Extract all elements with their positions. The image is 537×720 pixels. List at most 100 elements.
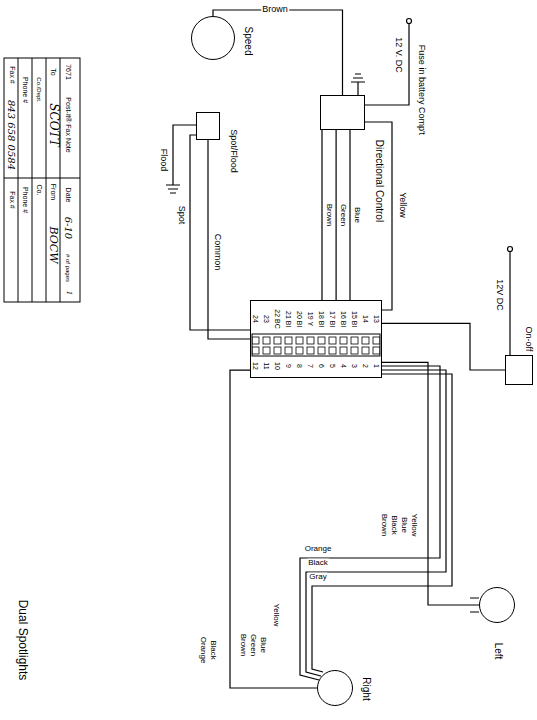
- wire-label: Date: [64, 188, 72, 203]
- wire-label: Black: [209, 640, 218, 660]
- spot-wire: [190, 135, 250, 330]
- terminal-number: 18 Bl: [317, 311, 325, 327]
- terminal-number: 9: [284, 364, 292, 368]
- wire-label: Yellow: [272, 604, 281, 627]
- wire-label: Flood: [158, 149, 168, 172]
- power-wire: [365, 24, 409, 105]
- terminal-number: 24: [251, 315, 259, 323]
- terminal-number: 21 Bl: [284, 311, 292, 327]
- wire-label: Gray: [308, 573, 327, 582]
- wire-label: 12V DC: [494, 279, 504, 311]
- wire-label: Black: [307, 559, 329, 568]
- terminal-number: 12: [251, 362, 259, 370]
- wire: [230, 370, 317, 688]
- yellow-wire: [365, 122, 392, 310]
- wire-label: Fax #: [8, 66, 16, 84]
- wire-label: Brown: [380, 514, 389, 537]
- wire: [335, 130, 336, 300]
- wire-label: 7671: [64, 64, 72, 80]
- terminal-number: 3: [350, 364, 358, 368]
- terminal-number: 10: [273, 362, 281, 370]
- lamp-circle: Right: [317, 670, 353, 706]
- terminal-number: 20 Bl: [295, 311, 303, 327]
- wire-label: Brown: [325, 204, 334, 227]
- terminal-number: 15 Bl: [350, 311, 358, 327]
- node-label: Speed: [243, 27, 254, 56]
- terminal-block: 242322 BC21 Bl20 Bl19 Y18 Bl17 Bl16 Bl15…: [250, 300, 382, 378]
- terminal-number: 17 Bl: [328, 311, 336, 327]
- wire-label: 6-10: [63, 217, 74, 239]
- wire-label: # of pages: [65, 254, 72, 282]
- wire: [382, 323, 505, 370]
- wire-label: Phone #: [21, 187, 29, 213]
- control-wires: [322, 130, 350, 300]
- terminal-number: 7: [306, 364, 314, 368]
- wire-label: Post-it® Fax Note: [64, 97, 72, 152]
- wire-label: Black: [390, 515, 399, 535]
- wire-label: Orange: [199, 637, 208, 664]
- node-label: Left: [493, 643, 504, 660]
- wire-label: Phone #: [21, 77, 29, 103]
- wire-label: Yellow: [410, 514, 419, 537]
- node-label: Spot/Flood: [228, 129, 238, 173]
- switch-box: Spot/Flood: [196, 112, 220, 140]
- terminal-number: 13: [372, 315, 380, 323]
- terminal-number: 16 Bl: [339, 311, 347, 327]
- wire-label: Green: [249, 634, 258, 656]
- power-terminal: [407, 19, 412, 24]
- terminal-number: 22 BC: [273, 309, 281, 328]
- flood-wire: [173, 125, 196, 185]
- terminal-number: 5: [328, 364, 336, 368]
- ground-wire: [357, 82, 358, 95]
- wire-label: SCOTT: [46, 103, 59, 146]
- wire-label: 1: [64, 291, 72, 295]
- terminal-number: 14: [361, 315, 369, 323]
- wire-label: From: [49, 184, 57, 200]
- wire-label: Spot: [176, 206, 186, 225]
- wire-label: Fuse in battery Comp't: [416, 45, 426, 135]
- wire-label: Blue: [259, 637, 268, 653]
- node-label: Right: [361, 677, 372, 700]
- terminal-number: 4: [339, 364, 347, 368]
- wire-label: Blue: [400, 517, 409, 533]
- right-wire: [306, 370, 446, 676]
- lamp-circle: Left: [479, 587, 515, 623]
- power-terminal: [508, 247, 513, 252]
- supply-wire: [509, 252, 510, 355]
- node-label: On-off: [523, 327, 533, 352]
- wire-label: Fax #: [8, 191, 16, 209]
- terminal-number: 2: [361, 364, 369, 368]
- terminal-number: 6: [317, 364, 325, 368]
- wire-label: Green: [339, 204, 348, 226]
- terminal-screws: [252, 334, 380, 356]
- wire-label: 843 658 0584: [6, 100, 17, 170]
- wire-label: Blue: [353, 207, 362, 223]
- control-box: Directional Control: [320, 95, 365, 130]
- wire: [382, 362, 479, 605]
- wire-label: 12 V. DC: [393, 37, 403, 73]
- right-wire: [300, 366, 440, 680]
- wire-label: Brown: [239, 634, 248, 657]
- diagram-title: Dual Spotlights: [15, 600, 28, 681]
- right-wire: [312, 374, 452, 672]
- wire-label: Orange: [304, 545, 333, 554]
- fax-grid: [4, 58, 80, 302]
- terminal-number: 8: [295, 364, 303, 368]
- terminal-number: 11: [262, 362, 270, 369]
- wire-label: BOCW: [47, 226, 59, 263]
- wire-label: Common: [212, 234, 222, 271]
- ground-symbol: [351, 74, 365, 82]
- terminal-number: 23: [262, 315, 270, 323]
- wire-label: Co./Dept.: [36, 77, 43, 102]
- wire-label: Yellow: [397, 192, 407, 218]
- terminal-number: 19 Y: [306, 312, 314, 326]
- switch-box: On-off: [505, 355, 533, 385]
- node-label: Directional Control: [374, 140, 385, 222]
- wire-label: To: [49, 68, 57, 75]
- fax-note: [4, 58, 80, 302]
- wire-label: Brown: [261, 5, 289, 15]
- ground-symbol: [166, 185, 180, 193]
